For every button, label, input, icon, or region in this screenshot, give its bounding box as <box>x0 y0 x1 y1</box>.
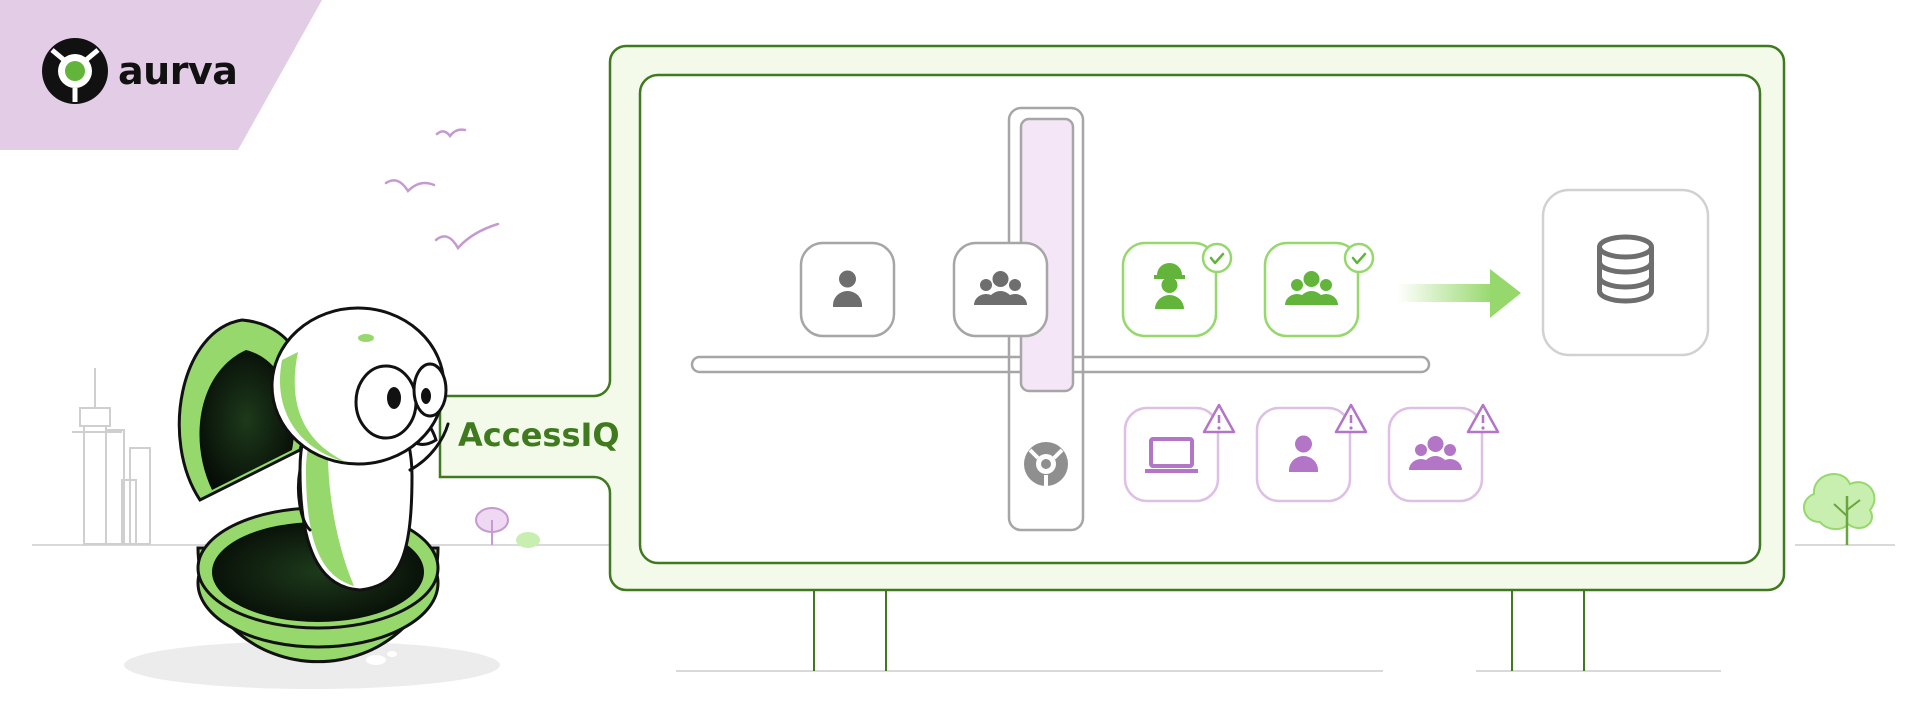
tree-right <box>1803 473 1876 545</box>
laptop-icon <box>1145 437 1198 473</box>
city-buildings <box>72 368 151 545</box>
user-group-icon <box>1285 271 1338 305</box>
aurva-logo-icon <box>42 38 108 104</box>
user-group-icon <box>1409 436 1462 470</box>
identity-card-group[interactable] <box>952 241 1049 338</box>
warning-triangle-icon <box>1466 403 1500 434</box>
identity-card-user-flagged[interactable] <box>1255 406 1352 503</box>
identity-card-group-approved[interactable] <box>1263 241 1360 338</box>
brand-banner <box>0 0 322 150</box>
warning-triangle-icon <box>1334 403 1368 434</box>
worker-hardhat-icon <box>1154 263 1185 309</box>
mascot-shadow <box>124 641 500 689</box>
user-icon <box>833 270 862 307</box>
check-circle-icon <box>1343 242 1375 274</box>
brand-name: aurva <box>118 49 238 93</box>
aurva-filter-icon <box>1024 442 1068 486</box>
identity-card-laptop[interactable] <box>1123 406 1220 503</box>
identity-card-worker[interactable] <box>1121 241 1218 338</box>
user-icon <box>1289 435 1318 472</box>
mascot-head <box>270 306 448 532</box>
birds-decoration <box>384 128 500 251</box>
flow-arrow-icon <box>1397 269 1521 318</box>
database-card[interactable] <box>1541 188 1710 357</box>
identity-card-group-flagged[interactable] <box>1387 406 1484 503</box>
identity-card-user[interactable] <box>799 241 896 338</box>
shrub-green <box>516 532 540 548</box>
check-circle-icon <box>1201 242 1233 274</box>
database-icon <box>1597 234 1654 304</box>
warning-triangle-icon <box>1202 403 1236 434</box>
monitor-stand <box>813 590 1585 671</box>
brand-logo[interactable]: aurva <box>42 38 238 104</box>
user-group-icon <box>974 271 1027 305</box>
product-name-label: AccessIQ <box>458 416 620 454</box>
shrub-lilac <box>475 507 509 545</box>
